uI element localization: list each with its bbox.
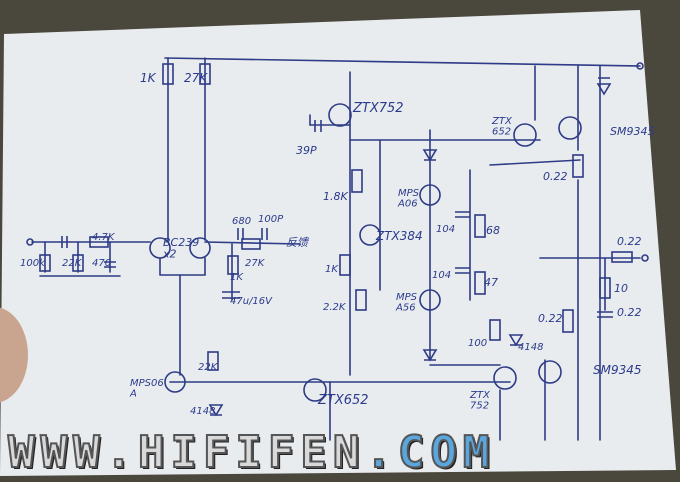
diode-4148-b [208,404,224,417]
label-d-4148-a: 4148 [518,342,543,353]
cap-104-a [455,211,470,218]
resistor-68 [474,214,486,238]
label-r-1k-top: 1K [140,71,157,85]
label-r-22k-in: 22K [62,258,83,269]
resistor-1k-top [162,63,174,85]
label-r-1k-vbe: 1K [325,264,339,275]
label-c-39p: 39P [296,144,317,157]
label-r-68: 68 [486,224,500,237]
circuit-wires [31,57,641,441]
resistor-0-22-out [611,251,633,263]
label-q-sm9345-bot: SM9345 [593,363,642,377]
cap-470 [104,261,116,268]
terminal-out [641,254,649,262]
resistor-2-2k [355,289,367,311]
cap-100p [261,228,268,240]
label-c-100p: 100P [258,214,284,225]
label-r-100-bot: 100 [468,338,487,349]
label-q-ztx384: ZTX384 [375,229,423,243]
cap-input [61,236,68,248]
cap-47u [222,291,240,299]
label-r-022-out: 0.22 [617,235,642,248]
resistor-27k-top [199,63,211,85]
label-note-feedback: 反馈 [286,236,309,249]
paper [0,10,676,476]
resistor-0-22-top [572,154,584,178]
resistor-1k-vbe [339,254,351,276]
label-r-27k-mid: 27K [245,258,266,269]
diode-mid [422,349,438,362]
label-d-4148-b: 4148 [190,406,215,417]
transistor-ztx752-top [328,103,352,127]
resistor-0-22-bot [562,309,574,333]
finger [0,307,28,403]
label-c-47u: 47u/16V [230,296,273,307]
label-r-22k-vbe: 2.2K [323,302,347,313]
resistor-47 [474,271,486,295]
watermark-part1: WWW.HIFIFEN [7,426,366,479]
transistor-sm9345-bot [538,360,562,384]
cap-0-22-out [597,311,613,318]
label-r-27k-top: 27K [184,71,208,85]
label-c-4-7k: 4.7K [92,232,116,243]
diode-4148-a [508,334,524,347]
label-r-100k-in: 100k [20,258,46,269]
label-r-10: 10 [614,282,628,295]
label-r-022-top: 0.22 [543,170,568,183]
resistor-22k-bot [207,351,219,371]
transistor-ztx652-top [513,123,537,147]
label-c-022-out: 0.22 [617,306,642,319]
label-q-sm9345-top: SM9345 [610,125,654,138]
transistor-mps-a56 [419,289,441,311]
terminal-in [26,238,34,246]
label-r-18k: 1.8K [323,190,348,203]
label-q-ztx652-bot: ZTX652 [317,393,369,408]
label-c-104-a: 104 [436,224,455,235]
cap-39p [314,120,322,132]
label-q-ztx752-top: ZTX752 [352,101,404,116]
transistor-bc239-a [149,237,171,259]
label-r-22k-bot: 22K [198,362,219,373]
label-r-1k-mid: 1K [230,272,244,283]
transistor-mps06-bot [164,371,186,393]
resistor-1k-mid [227,255,239,275]
diode-rail [596,77,612,96]
label-c-104-b: 104 [432,270,451,281]
resistor-10 [599,277,611,299]
resistor-1-8k [351,169,363,193]
transistor-sm9345-top [558,116,582,140]
watermark: WWW.HIFIFEN.COM [7,426,672,479]
cap-104-b [455,267,470,274]
diode-top [422,149,438,162]
terminal-vplus [636,62,644,70]
resistor-27k-mid [241,238,261,250]
transistor-bc239-b [189,237,211,259]
resistor-100 [489,319,501,341]
label-c-470: 470 [92,258,111,269]
transistor-ztx384 [359,224,381,246]
label-c-680: 680 [232,216,251,227]
transistor-ztx752-bot [493,366,517,390]
resistor-4-7k [89,236,109,248]
label-r-022-bot: 0.22 [538,312,563,325]
label-r-47: 47 [484,276,498,289]
resistor-100k-in [39,254,51,272]
cap-680 [237,228,244,240]
circuit-components [26,62,649,417]
watermark-part2: .COM [364,426,496,479]
resistor-22k-in [72,254,84,272]
transistor-mps-a06 [419,184,441,206]
transistor-ztx652-bot [303,378,327,402]
